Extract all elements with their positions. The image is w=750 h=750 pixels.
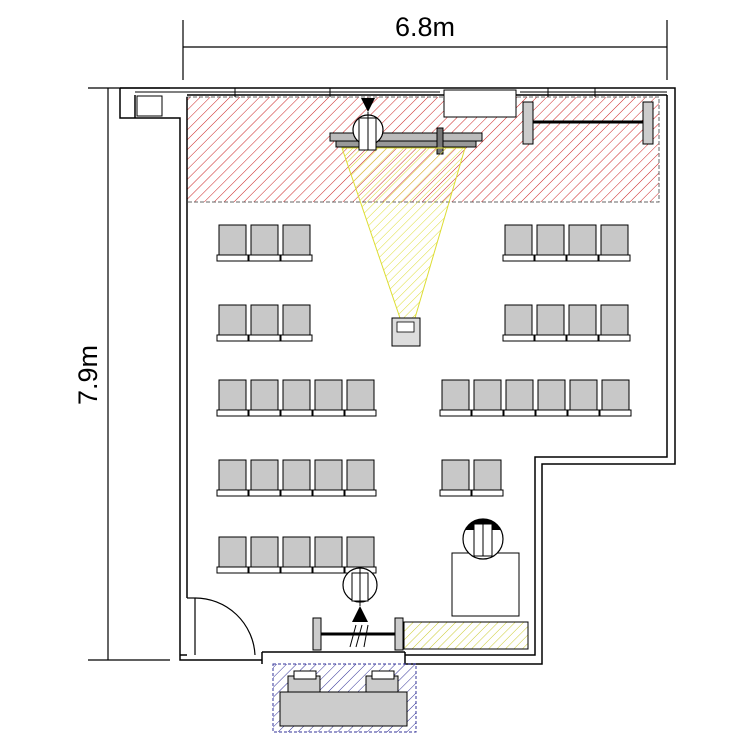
seat-icon — [471, 379, 504, 417]
seat-icon — [248, 304, 281, 342]
light-bar — [329, 127, 483, 155]
seat-icon — [503, 379, 536, 417]
projector — [391, 317, 421, 347]
seat-icon — [566, 304, 599, 342]
seat-icon — [248, 459, 281, 497]
seat-icon — [439, 379, 472, 417]
seat-icon — [216, 224, 249, 262]
projection-beam — [341, 147, 466, 319]
seat-icon — [567, 379, 600, 417]
seating-layout — [216, 224, 632, 574]
seat-icon — [248, 536, 281, 574]
seat-icon — [312, 536, 345, 574]
seat-icon — [280, 379, 313, 417]
seat-icon — [566, 224, 599, 262]
lectern-desk — [451, 518, 520, 617]
seat-icon — [535, 379, 568, 417]
width-label: 6.8m — [395, 12, 455, 42]
seat-icon — [502, 224, 535, 262]
seat-icon — [216, 379, 249, 417]
room-walls — [119, 87, 676, 665]
seat-icon — [599, 379, 632, 417]
seat-icon — [248, 224, 281, 262]
bottom-bench — [312, 617, 404, 651]
stage-bench — [522, 101, 654, 145]
seat-icon — [598, 304, 631, 342]
seat-icon — [216, 304, 249, 342]
entrance-door — [187, 597, 256, 656]
seat-icon — [344, 459, 377, 497]
seat-icon — [312, 379, 345, 417]
height-label: 7.9m — [73, 345, 103, 405]
control-table — [403, 621, 529, 650]
top-camera-icon — [352, 98, 384, 151]
seat-icon — [312, 459, 345, 497]
seat-icon — [534, 304, 567, 342]
seat-icon — [280, 224, 313, 262]
seat-icon — [280, 459, 313, 497]
seat-icon — [280, 536, 313, 574]
seat-icon — [598, 224, 631, 262]
external-booth — [272, 663, 417, 733]
seat-icon — [534, 224, 567, 262]
width-dimension — [182, 20, 668, 80]
top-wall-windows — [135, 88, 667, 97]
screen-box — [443, 89, 517, 118]
seat-icon — [216, 536, 249, 574]
seat-icon — [248, 379, 281, 417]
seat-icon — [439, 459, 472, 497]
bottom-camera-icon — [342, 567, 378, 648]
seat-icon — [502, 304, 535, 342]
seat-icon — [280, 304, 313, 342]
seat-icon — [216, 459, 249, 497]
seat-icon — [471, 459, 504, 497]
corner-column — [136, 95, 163, 117]
seat-icon — [344, 379, 377, 417]
